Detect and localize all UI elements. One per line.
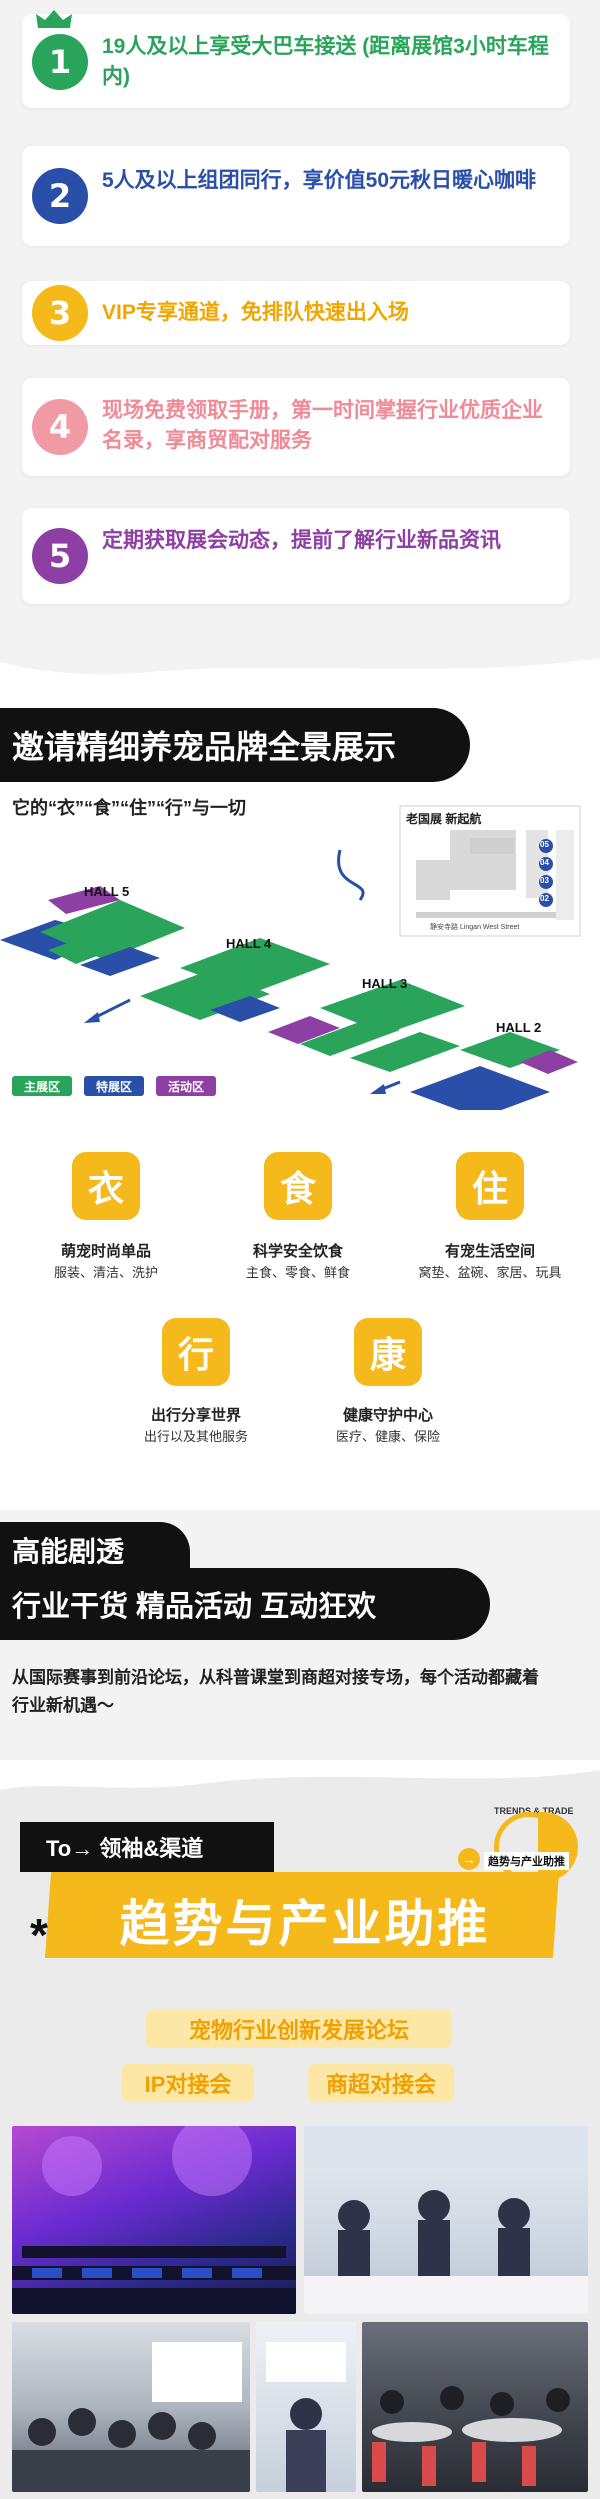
legend-special: 特展区 — [84, 1076, 144, 1096]
corner-small: TRENDS & TRADE — [494, 1806, 574, 1816]
category-title: 萌宠时尚单品 — [60, 1243, 151, 1260]
benefit-card-2: 2 5人及以上组团同行，享价值50元秋日暖心咖啡 — [22, 146, 570, 246]
benefit-number: 5 — [32, 528, 88, 584]
benefit-text: VIP专享通道，免排队快速出入场 — [102, 301, 409, 324]
event-photo — [256, 2322, 356, 2492]
crown-icon — [34, 8, 74, 35]
trend-title: 趋势与产业助推 — [119, 1896, 491, 1952]
event-photo — [12, 2126, 296, 2314]
hall-label: HALL 2 — [496, 1020, 542, 1035]
hall-label: HALL 3 — [362, 976, 408, 991]
category-title: 健康守护中心 — [342, 1407, 433, 1424]
travel-icon: 行 — [162, 1318, 230, 1386]
brands-heading: 邀请精细养宠品牌全景展示 — [0, 708, 470, 782]
tag-ip: IP对接会 — [122, 2064, 254, 2102]
category-sub: 主食、零食、鲜食 — [245, 1265, 350, 1280]
map-inset-title: 老国展 新起航 — [406, 812, 482, 826]
legend-main: 主展区 — [12, 1076, 72, 1096]
asterisk-icon: * — [30, 1909, 48, 1961]
benefit-card-3: 3 VIP专享通道，免排队快速出入场 — [22, 281, 570, 345]
corner-badge: TRENDS & TRADE → 趋势与产业助推 — [458, 1806, 588, 1886]
event-photo — [304, 2126, 588, 2314]
clothing-icon: 衣 — [72, 1152, 140, 1220]
arrow-right-icon: → — [458, 1848, 480, 1870]
category-sub: 服装、清洁、洗护 — [53, 1265, 158, 1280]
brands-subtitle: 它的“衣”“食”“住”“行”与一切 — [12, 798, 246, 818]
event-photo — [12, 2322, 250, 2492]
to-label: To→ 领袖&渠道 — [20, 1822, 274, 1872]
map-inset-street: 静安寺路 Lingan West Street — [430, 924, 520, 931]
benefit-number: 1 — [32, 34, 88, 90]
health-icon: 康 — [354, 1318, 422, 1386]
corner-label: 趋势与产业助推 — [484, 1852, 569, 1870]
food-icon: 食 — [264, 1152, 332, 1220]
inset-hall-label: 05 — [540, 840, 549, 849]
tag-supermarket: 商超对接会 — [308, 2064, 454, 2102]
benefit-text: 现场免费领取手册，第一时间掌握行业优质企业名录，享商贸配对服务 — [102, 399, 543, 452]
inset-hall-label: 04 — [540, 858, 549, 867]
legend-activity: 活动区 — [156, 1076, 216, 1096]
category-title: 科学安全饮食 — [252, 1243, 343, 1260]
benefit-card-5: 5 定期获取展会动态，提前了解行业新品资讯 — [22, 508, 570, 604]
category-sub: 医疗、健康、保险 — [335, 1429, 440, 1444]
category-title: 出行分享世界 — [150, 1407, 241, 1424]
benefit-text: 5人及以上组团同行，享价值50元秋日暖心咖啡 — [102, 169, 537, 192]
inset-hall-label: 02 — [540, 894, 549, 903]
benefit-text: 19人及以上享受大巴车接送 (距离展馆3小时车程内) — [102, 35, 549, 88]
tag-forum: 宠物行业创新发展论坛 — [146, 2010, 452, 2048]
benefit-number: 3 — [32, 285, 88, 341]
category-title: 有宠生活空间 — [444, 1243, 535, 1260]
benefit-number: 2 — [32, 168, 88, 224]
events-heading-line2: 行业干货 精品活动 互动狂欢 — [0, 1568, 490, 1640]
category-sub: 窝垫、盆碗、家居、玩具 — [418, 1265, 562, 1280]
events-description: 从国际赛事到前沿论坛，从科普课堂到商超对接专场，每个活动都藏着行业新机遇～ — [12, 1668, 539, 1715]
inset-hall-label: 03 — [540, 876, 549, 885]
category-sub: 出行以及其他服务 — [143, 1429, 248, 1444]
benefit-text: 定期获取展会动态，提前了解行业新品资讯 — [102, 529, 501, 552]
event-photo — [362, 2322, 588, 2492]
living-icon: 住 — [456, 1152, 524, 1220]
hall-label: HALL 5 — [84, 884, 130, 899]
hall-map — [0, 800, 600, 1118]
benefit-card-1: 1 19人及以上享受大巴车接送 (距离展馆3小时车程内) — [22, 10, 570, 108]
benefit-card-4: 4 现场免费领取手册，第一时间掌握行业优质企业名录，享商贸配对服务 — [22, 378, 570, 476]
hall-label: HALL 4 — [226, 936, 272, 951]
benefit-number: 4 — [32, 399, 88, 455]
